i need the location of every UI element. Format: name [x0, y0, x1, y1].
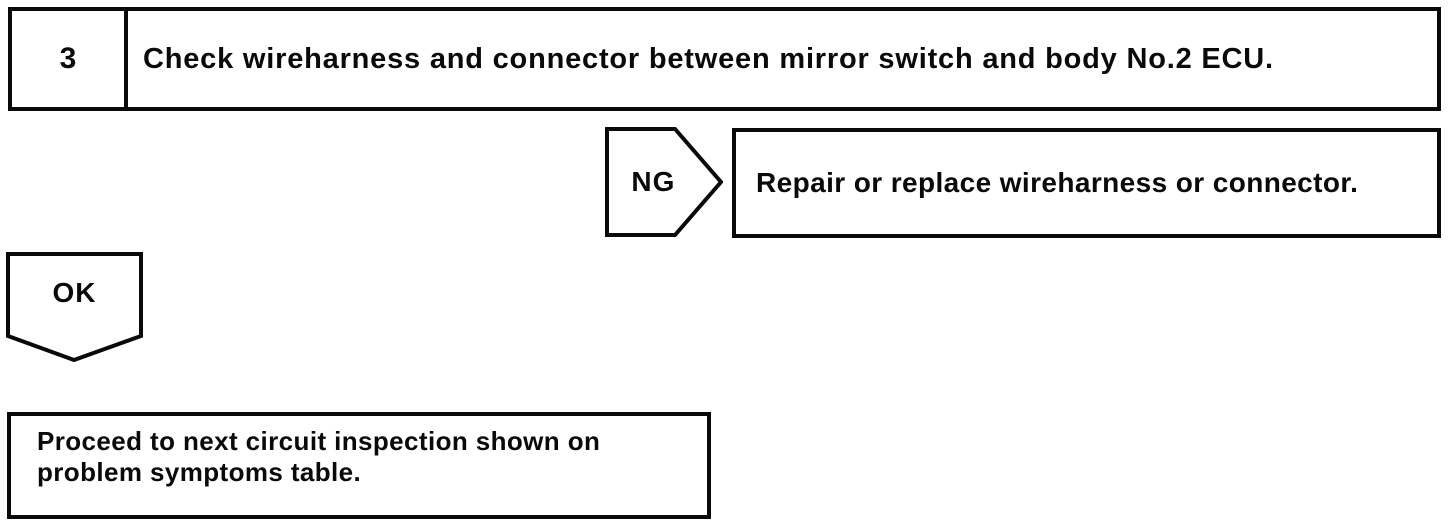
ok-label: OK	[52, 277, 97, 308]
ok-action-text-line2: problem symptoms table.	[37, 456, 362, 487]
ok-action-box: Proceed to next circuit inspection shown…	[7, 412, 711, 519]
step-box: 3 Check wireharness and connector betwee…	[8, 7, 1441, 111]
ng-action-text: Repair or replace wireharness or connect…	[756, 167, 1359, 198]
ng-action-box: Repair or replace wireharness or connect…	[732, 128, 1441, 238]
step-instruction: Check wireharness and connector between …	[143, 42, 1274, 75]
step-number: 3	[12, 11, 128, 107]
ok-connector: OK	[6, 252, 143, 362]
ng-connector: NG	[605, 127, 723, 237]
ok-action-text-line1: Proceed to next circuit inspection shown…	[37, 426, 601, 456]
ok-pentagon-shape	[6, 252, 143, 362]
ng-pentagon-shape	[605, 127, 723, 237]
ng-label: NG	[631, 166, 676, 197]
